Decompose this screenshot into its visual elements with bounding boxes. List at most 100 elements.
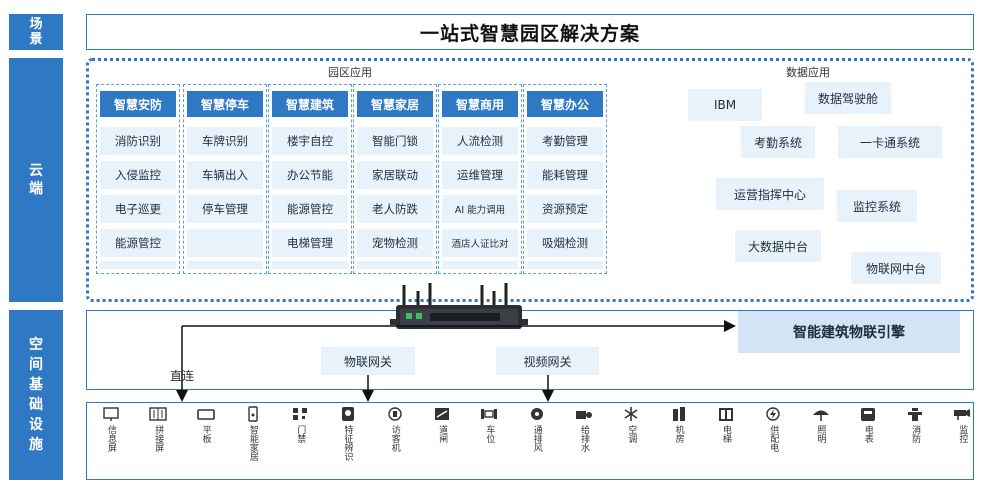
side-label-cloud: 云端 <box>9 58 63 302</box>
app-group-heading: 智慧商用 <box>442 91 518 117</box>
monitor-icon <box>101 406 121 422</box>
gate-icon <box>432 406 452 422</box>
device-item: 照明 <box>809 406 833 443</box>
device-label: 智能家居 <box>247 425 258 461</box>
device-item: 电表 <box>856 406 880 443</box>
app-item-spacer <box>272 261 348 269</box>
app-item-spacer <box>357 261 433 269</box>
app-item: 电子巡更 <box>100 195 176 223</box>
device-label: 车位 <box>484 425 495 443</box>
fire-hydrant-icon <box>905 406 925 422</box>
app-item-spacer <box>187 261 263 269</box>
device-item: 访客机 <box>383 406 407 452</box>
device-label: 特征辨识 <box>342 425 353 461</box>
app-item: 楼宇自控 <box>272 127 348 155</box>
app-item: 吸烟检测 <box>527 229 603 257</box>
device-label: 电梯 <box>720 425 731 443</box>
iot-engine-label: 智能建筑物联引擎 <box>793 325 905 341</box>
side-label-infra: 空间基础设施 <box>9 310 63 480</box>
device-item: 通排风 <box>525 406 549 452</box>
power-supply-icon <box>763 406 783 422</box>
device-section <box>86 402 974 480</box>
edge-gateway-device-icon <box>390 283 528 329</box>
data-app-item: 监控系统 <box>837 190 917 222</box>
data-app-item: 运营指挥中心 <box>716 178 824 210</box>
app-group-1: 智慧安防消防识别入侵监控电子巡更能源管控 <box>96 84 180 274</box>
app-item: 入侵监控 <box>100 161 176 189</box>
app-item-spacer <box>442 261 518 269</box>
elevator-icon <box>716 406 736 422</box>
device-item: 监控 <box>950 406 974 443</box>
app-item: 停车管理 <box>187 195 263 223</box>
device-label: 照明 <box>815 425 826 443</box>
device-item: 道闸 <box>430 406 454 443</box>
side-label-cloud-text: 云端 <box>29 163 43 197</box>
device-item: 平板 <box>194 406 218 443</box>
app-group-2: 智慧停车车牌识别车辆出入停车管理 <box>183 84 267 274</box>
device-label: 门禁 <box>295 425 306 443</box>
page-title-text: 一站式智慧园区解决方案 <box>419 22 640 45</box>
device-label: 机房 <box>673 425 684 443</box>
app-group-4: 智慧家居智能门锁家居联动老人防跌宠物检测 <box>353 84 437 274</box>
device-item: 特征辨识 <box>336 406 360 461</box>
app-item: 能耗管理 <box>527 161 603 189</box>
data-app-item: 一卡通系统 <box>838 126 942 158</box>
app-group-heading: 智慧停车 <box>187 91 263 117</box>
app-item: 考勤管理 <box>527 127 603 155</box>
device-label: 供配电 <box>768 425 779 452</box>
video-gateway-label: 视频网关 <box>523 354 572 369</box>
data-app-item: IBM <box>688 89 762 121</box>
iot-engine-box: 智能建筑物联引擎 <box>738 311 960 353</box>
device-label: 给排水 <box>579 425 589 452</box>
device-label: 空调 <box>626 425 637 443</box>
data-app-item: 考勤系统 <box>741 126 815 158</box>
ventilation-icon <box>527 406 547 422</box>
app-item: 智能门锁 <box>357 127 433 155</box>
device-label: 信息屏 <box>106 425 116 452</box>
splice-screen-icon <box>148 406 168 422</box>
park-apps-label: 园区应用 <box>328 66 372 79</box>
app-item: 酒店人证比对 <box>442 229 518 257</box>
app-group-heading: 智慧家居 <box>357 91 433 117</box>
app-item: 消防识别 <box>100 127 176 155</box>
device-label: 监控 <box>957 425 968 443</box>
device-item: 电梯 <box>714 406 738 443</box>
device-item: 拼接屏 <box>146 406 170 452</box>
meter-icon <box>858 406 878 422</box>
camera-icon <box>952 406 972 422</box>
lighting-icon <box>811 406 831 422</box>
app-group-6: 智慧办公考勤管理能耗管理资源预定吸烟检测 <box>523 84 607 274</box>
device-item: 消防 <box>903 406 927 443</box>
device-label: 消防 <box>910 425 921 443</box>
app-item <box>187 229 263 257</box>
app-item: 宠物检测 <box>357 229 433 257</box>
data-app-item: 物联网中台 <box>851 252 941 284</box>
app-item-spacer <box>527 261 603 269</box>
app-item: 办公节能 <box>272 161 348 189</box>
visitor-machine-icon <box>385 406 405 422</box>
device-item: 空调 <box>619 406 643 443</box>
data-apps-label: 数据应用 <box>786 66 830 79</box>
device-item: 机房 <box>667 406 691 443</box>
device-item: 门禁 <box>288 406 312 443</box>
device-label: 通排风 <box>531 425 542 452</box>
app-item: 运维管理 <box>442 161 518 189</box>
device-item: 供配电 <box>761 406 785 452</box>
tablet-icon <box>196 406 216 422</box>
snowflake-icon <box>621 406 641 422</box>
app-item-spacer <box>100 261 176 269</box>
smart-lock-icon <box>243 406 263 422</box>
direct-connect-label: 直连 <box>170 369 195 383</box>
data-app-item: 大数据中台 <box>735 230 821 262</box>
side-label-scene-text: 场景 <box>29 17 43 47</box>
device-item: 给排水 <box>572 406 596 452</box>
app-item: 车辆出入 <box>187 161 263 189</box>
app-item: 家居联动 <box>357 161 433 189</box>
data-app-item: 数据驾驶舱 <box>805 82 891 114</box>
app-group-heading: 智慧建筑 <box>272 91 348 117</box>
device-label: 拼接屏 <box>153 425 164 452</box>
device-item: 信息屏 <box>99 406 123 452</box>
app-item: 人流检测 <box>442 127 518 155</box>
